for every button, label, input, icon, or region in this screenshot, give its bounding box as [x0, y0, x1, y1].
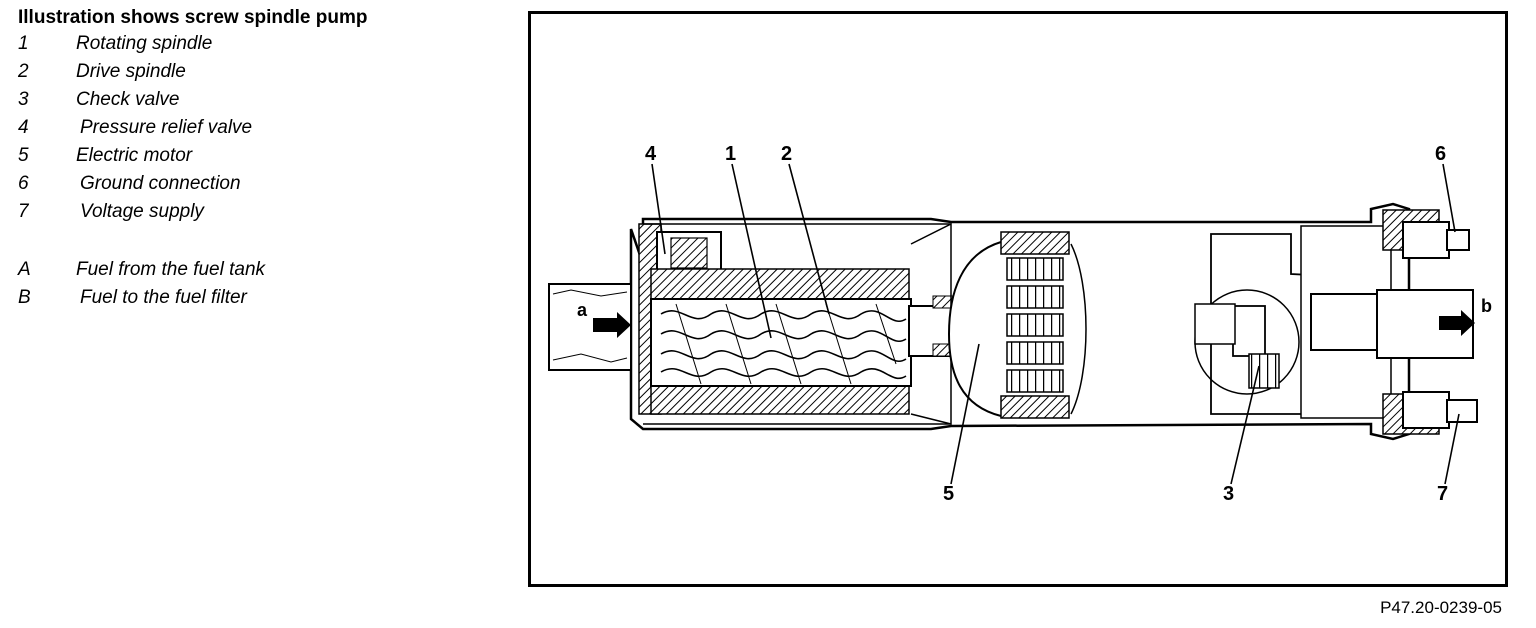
legend-key: 2: [18, 61, 29, 82]
callout-2: 2: [781, 143, 792, 165]
legend-item: 7 Voltage supply: [18, 198, 518, 226]
legend-key: 4: [18, 117, 29, 138]
legend-label: Fuel to the fuel filter: [80, 287, 247, 308]
legend-key: 1: [18, 33, 29, 54]
legend-item: 3 Check valve: [18, 86, 518, 114]
legend-item: 5 Electric motor: [18, 142, 518, 170]
legend-label: Ground connection: [80, 173, 241, 194]
legend-key: B: [18, 287, 31, 308]
inlet-flow-arrow: [593, 312, 631, 338]
fuel-inlet-pipe: a: [548, 283, 632, 371]
legend-item: 1 Rotating spindle: [18, 30, 518, 58]
spindle-chamber: [650, 268, 912, 415]
legend-item: 2 Drive spindle: [18, 58, 518, 86]
legend-item: 6 Ground connection: [18, 170, 518, 198]
legend-item: 4 Pressure relief valve: [18, 114, 518, 142]
leader-lines: [651, 163, 1460, 485]
pressure-relief-valve: [656, 231, 722, 275]
legend-key: 5: [18, 145, 29, 166]
legend-label: Drive spindle: [76, 61, 186, 82]
legend-key: 7: [18, 201, 29, 222]
callout-7: 7: [1437, 483, 1448, 505]
legend-label: Check valve: [76, 89, 180, 110]
check-valve: [1248, 353, 1280, 389]
legend-label: Pressure relief valve: [80, 117, 253, 138]
flow-label-b: b: [1481, 296, 1492, 316]
electric-motor: [947, 231, 1087, 419]
legend-key: 3: [18, 89, 29, 110]
legend-title: Illustration shows screw spindle pump: [18, 7, 368, 28]
legend-item: A Fuel from the fuel tank: [18, 256, 518, 284]
voltage-terminal: [1402, 391, 1478, 429]
callout-3: 3: [1223, 483, 1234, 505]
callout-1: 1: [725, 143, 736, 165]
callout-6: 6: [1435, 143, 1446, 165]
legend-label: Fuel from the fuel tank: [76, 259, 266, 280]
callout-4: 4: [645, 143, 657, 165]
flow-label-a: a: [577, 300, 588, 320]
legend-key: A: [18, 259, 31, 280]
legend-key: 6: [18, 173, 29, 194]
legend-item: B Fuel to the fuel filter: [18, 284, 518, 312]
figure-code: P47.20-0239-05: [1380, 598, 1502, 617]
legend-label: Voltage supply: [80, 201, 204, 222]
fuel-outlet: b: [1376, 289, 1492, 359]
legend: Illustration shows screw spindle pump 1 R…: [18, 6, 518, 312]
callout-5: 5: [943, 483, 954, 505]
pump-cross-section: a: [548, 143, 1492, 505]
legend-label: Electric motor: [76, 145, 193, 166]
legend-label: Rotating spindle: [76, 33, 213, 54]
screw-spindles: [660, 303, 907, 385]
ground-terminal: [1402, 221, 1470, 259]
diagram-frame: a: [528, 11, 1508, 587]
outlet-flow-arrow: [1439, 310, 1475, 336]
